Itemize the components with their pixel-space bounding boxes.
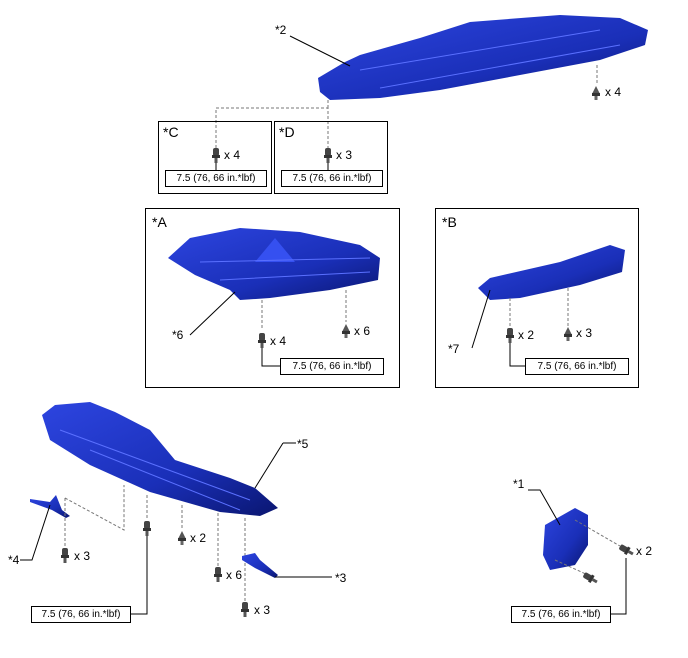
- torque-spec-p1: 7.5 (76, 66 in.*lbf): [511, 606, 611, 623]
- qty-p4-bolts: x 3: [74, 549, 91, 563]
- torque-spec-d: 7.5 (76, 66 in.*lbf): [281, 170, 383, 187]
- torque-spec-a: 7.5 (76, 66 in.*lbf): [280, 358, 384, 375]
- callout-1: *1: [513, 477, 525, 491]
- callout-7: *7: [448, 342, 460, 356]
- callout-2: *2: [275, 23, 287, 37]
- callout-4: *4: [8, 553, 20, 567]
- torque-spec-b: 7.5 (76, 66 in.*lbf): [525, 358, 629, 375]
- callout-3: *3: [335, 571, 347, 585]
- view-b-box: [435, 208, 639, 388]
- qty-p5-bolts: x 6: [226, 568, 243, 582]
- torque-spec-c: 7.5 (76, 66 in.*lbf): [165, 170, 267, 187]
- part-6-undercover: [168, 228, 380, 300]
- view-a-label: *A: [152, 214, 167, 230]
- qty-a-bolts: x 4: [270, 334, 287, 348]
- part-5-front-undercover: [42, 402, 278, 516]
- torque-spec-p5: 7.5 (76, 66 in.*lbf): [31, 606, 131, 623]
- callout-6: *6: [172, 328, 184, 342]
- part-1-cover: [543, 508, 588, 570]
- qty-p2-clips: x 4: [605, 85, 622, 99]
- callout-5: *5: [297, 437, 309, 451]
- part-7-undercover: [478, 245, 625, 300]
- qty-d-bolts: x 3: [336, 148, 353, 162]
- view-c-label: *C: [163, 124, 179, 140]
- qty-b-bolts: x 2: [518, 328, 535, 342]
- view-c-box: [158, 121, 272, 194]
- view-b-label: *B: [442, 214, 457, 230]
- qty-a-clips: x 6: [354, 324, 371, 338]
- qty-p3-bolts: x 3: [254, 603, 271, 617]
- view-d-box: [274, 121, 388, 194]
- part-2-rear-undercover: [318, 15, 648, 100]
- part-3-bracket: [242, 553, 278, 578]
- view-d-label: *D: [279, 124, 295, 140]
- view-a-box: [145, 208, 400, 388]
- qty-b-clips: x 3: [576, 326, 593, 340]
- qty-p5-clips: x 2: [190, 531, 207, 545]
- qty-p1-bolts: x 2: [636, 544, 653, 558]
- qty-c-bolts: x 4: [224, 148, 241, 162]
